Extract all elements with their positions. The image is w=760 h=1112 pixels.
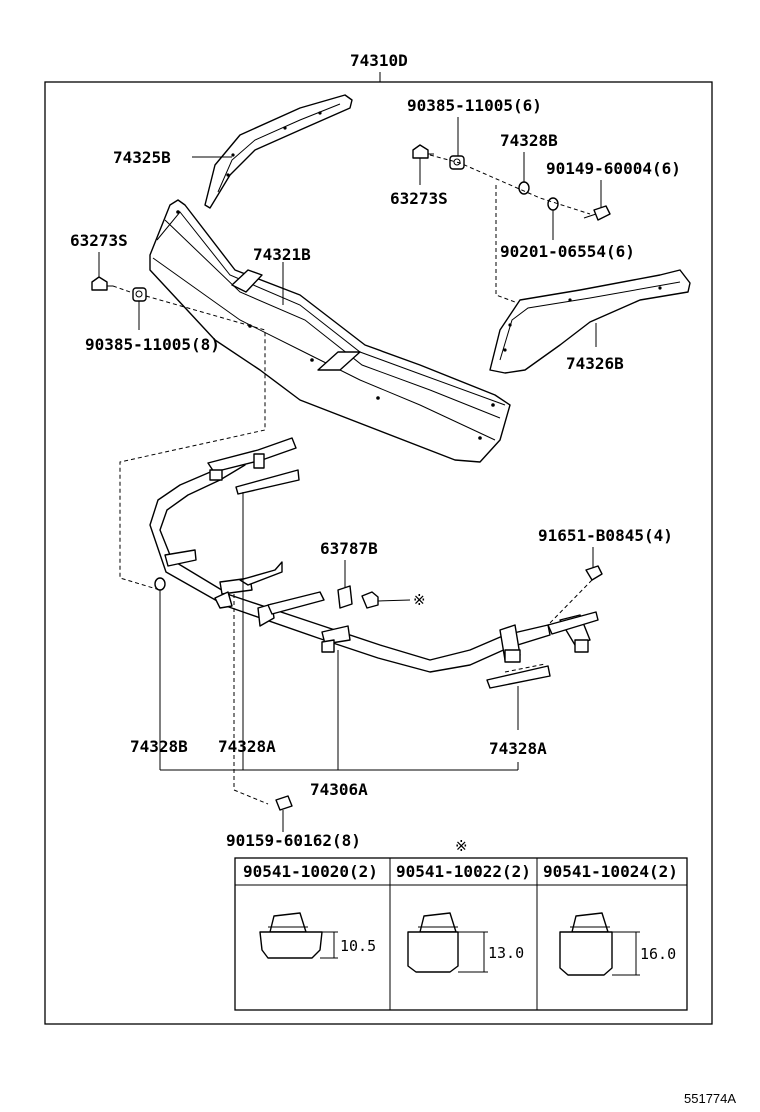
label-90159-60162[interactable]: 90159-60162(8) [226,831,361,850]
dash-line-90159-bolt [233,789,269,805]
part-74306A-shape[interactable] [149,437,599,673]
label-63787B[interactable]: 63787B [320,539,378,558]
diagram-id: 551774A [684,1091,736,1106]
grommet-icon-10020 [259,912,323,959]
label-74325B[interactable]: 74325B [113,148,171,167]
label-74326B[interactable]: 74326B [566,354,624,373]
grommet-90541[interactable] [361,591,411,609]
part-74326B-shape[interactable] [489,269,691,374]
grommet-icon-10024 [559,912,613,976]
part-74328A-left-shape[interactable] [235,469,300,495]
clip-63273S-right[interactable] [412,144,434,159]
clip-63273S-left[interactable] [91,276,113,291]
label-91651-B0845[interactable]: 91651-B0845(4) [538,526,673,545]
label-90201-06554[interactable]: 90201-06554(6) [500,242,635,261]
dimension-10020: 10.5 [340,937,376,955]
bolt-90149[interactable] [583,205,611,221]
dash-line-left-hardware [112,285,266,591]
nut-90385-left[interactable] [132,287,147,302]
grommet-icon-10022 [407,912,459,973]
part-74325B-shape[interactable] [204,94,353,209]
label-90385-11005-8[interactable]: 90385-11005(8) [85,335,220,354]
part-63787B-shape[interactable] [337,585,353,609]
label-90385-11005-6[interactable]: 90385-11005(6) [407,96,542,115]
washer-74328B-bottom[interactable] [154,577,166,591]
label-74328A-left[interactable]: 74328A [218,737,276,756]
table-header-90541-10020[interactable]: 90541-10020(2) [243,862,378,881]
dash-line-91651 [547,579,593,626]
dash-line-top-hardware [429,154,591,215]
label-74328B-bottom[interactable]: 74328B [130,737,188,756]
part-74321B-shape[interactable] [149,199,511,463]
label-63273S-left[interactable]: 63273S [70,231,128,250]
label-63273S-right[interactable]: 63273S [390,189,448,208]
assembly-frame [44,81,713,1025]
washer-74328B-top[interactable] [518,181,530,195]
label-74328B-top[interactable]: 74328B [500,131,558,150]
dimension-10024: 16.0 [640,945,676,963]
washer-90201[interactable] [547,197,559,211]
part-74328A-right-shape[interactable] [486,665,551,689]
label-90149-60004[interactable]: 90149-60004(6) [546,159,681,178]
note-mark-diagram: ※ [413,591,426,609]
label-74306A[interactable]: 74306A [310,780,368,799]
table-header-90541-10024[interactable]: 90541-10024(2) [543,862,678,881]
table-header-90541-10022[interactable]: 90541-10022(2) [396,862,531,881]
bolt-91651[interactable] [585,565,603,581]
bolt-90159[interactable] [275,795,293,811]
dimension-10022: 13.0 [488,944,524,962]
note-mark-table: ※ [455,837,468,855]
grommet-table: 90541-10020(2) 90541-10022(2) 90541-1002… [234,857,688,1011]
assembly-label[interactable]: 74310D [350,51,408,70]
dash-line-to-74326B [495,185,516,303]
label-74328A-right[interactable]: 74328A [489,739,547,758]
label-74321B[interactable]: 74321B [253,245,311,264]
